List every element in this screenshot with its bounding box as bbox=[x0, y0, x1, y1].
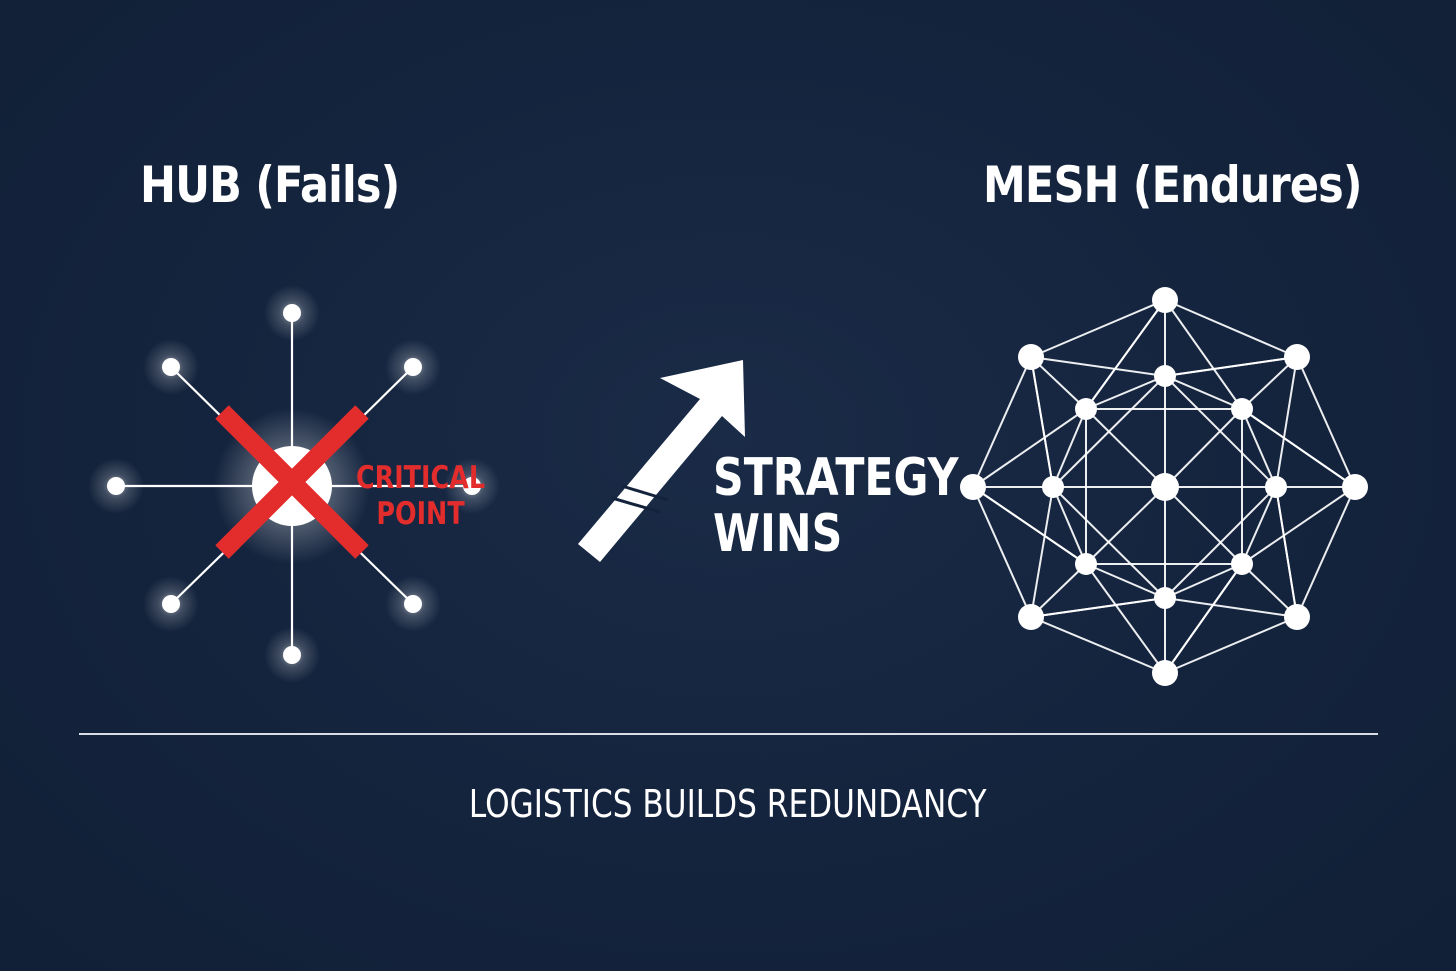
mesh-inner-node bbox=[1231, 553, 1253, 575]
mesh-outer-node bbox=[1342, 474, 1368, 500]
mesh-edge bbox=[1030, 616, 1166, 674]
mesh-edge bbox=[1085, 486, 1166, 565]
hub-title: HUB (Fails) bbox=[140, 156, 400, 214]
mesh-edge bbox=[972, 486, 1032, 618]
mesh-edge bbox=[1030, 486, 1054, 618]
hub-node bbox=[162, 358, 180, 376]
mesh-edge bbox=[1164, 597, 1298, 618]
hub-node bbox=[107, 477, 125, 495]
strategy-wins-label: STRATEGY WINS bbox=[713, 450, 958, 562]
mesh-edge bbox=[1164, 375, 1243, 410]
mesh-edge bbox=[972, 356, 1032, 488]
mesh-edge bbox=[1030, 356, 1166, 377]
mesh-edge bbox=[972, 486, 1087, 565]
mesh-edge bbox=[1164, 563, 1243, 674]
mesh-edge bbox=[1052, 486, 1087, 565]
mesh-edge bbox=[1085, 408, 1166, 488]
mesh-edge bbox=[1030, 356, 1054, 488]
mesh-edge bbox=[972, 408, 1087, 488]
hub-node bbox=[283, 646, 301, 664]
hub-node bbox=[404, 595, 422, 613]
mesh-edge bbox=[1085, 563, 1166, 674]
mesh-title: MESH (Endures) bbox=[983, 156, 1363, 214]
mesh-outer-node bbox=[1284, 344, 1310, 370]
mesh-edge bbox=[1085, 563, 1166, 599]
mesh-edge bbox=[1030, 299, 1166, 358]
mesh-center-node bbox=[1151, 473, 1179, 501]
strategy-label-line1: STRATEGY bbox=[713, 448, 959, 508]
strategy-label-line2: WINS bbox=[713, 504, 843, 564]
mesh-edge bbox=[1164, 486, 1243, 565]
critical-label-line2: POINT bbox=[376, 496, 465, 532]
hub-node bbox=[162, 595, 180, 613]
mesh-edge bbox=[1241, 408, 1356, 488]
mesh-outer-node bbox=[1018, 344, 1044, 370]
mesh-edge bbox=[1164, 408, 1243, 488]
hub-network bbox=[88, 285, 500, 683]
mesh-inner-node bbox=[1154, 365, 1176, 387]
arrow-up-right-icon bbox=[578, 360, 745, 562]
hub-node bbox=[283, 304, 301, 322]
mesh-inner-node bbox=[1265, 476, 1287, 498]
mesh-edge bbox=[1164, 299, 1298, 358]
mesh-inner-node bbox=[1075, 398, 1097, 420]
mesh-edge bbox=[1241, 486, 1277, 565]
mesh-inner-node bbox=[1042, 476, 1064, 498]
mesh-outer-node bbox=[960, 474, 986, 500]
mesh-outer-node bbox=[1018, 604, 1044, 630]
mesh-outer-node bbox=[1284, 604, 1310, 630]
mesh-edge bbox=[1085, 375, 1166, 410]
divider-line bbox=[79, 733, 1378, 735]
critical-point-label: CRITICAL POINT bbox=[356, 460, 485, 532]
mesh-edge bbox=[1275, 356, 1298, 488]
mesh-edge bbox=[1241, 408, 1277, 488]
hub-node bbox=[404, 358, 422, 376]
caption: LOGISTICS BUILDS REDUNDANCY bbox=[0, 784, 1456, 824]
mesh-nodes bbox=[960, 287, 1368, 686]
mesh-edge bbox=[1164, 356, 1298, 377]
mesh-edge bbox=[1241, 486, 1356, 565]
mesh-edge bbox=[1275, 486, 1298, 618]
mesh-edge bbox=[1164, 299, 1243, 410]
mesh-edge bbox=[1030, 597, 1166, 618]
mesh-inner-node bbox=[1154, 587, 1176, 609]
hub-node bbox=[463, 477, 481, 495]
failure-cross-icon bbox=[215, 405, 369, 559]
mesh-inner-node bbox=[1231, 398, 1253, 420]
mesh-edge bbox=[1164, 616, 1298, 674]
mesh-network bbox=[960, 287, 1368, 686]
mesh-edge bbox=[1296, 486, 1356, 618]
mesh-edge bbox=[1085, 299, 1166, 410]
mesh-edge bbox=[1296, 356, 1356, 488]
mesh-outer-node bbox=[1152, 287, 1178, 313]
mesh-inner-node bbox=[1075, 553, 1097, 575]
mesh-edges bbox=[972, 299, 1356, 674]
caption-text: LOGISTICS BUILDS REDUNDANCY bbox=[469, 782, 987, 826]
mesh-edge bbox=[1164, 563, 1243, 599]
mesh-edge bbox=[1052, 408, 1087, 488]
hub-outer-nodes bbox=[107, 304, 481, 664]
critical-label-line1: CRITICAL bbox=[356, 460, 486, 496]
mesh-outer-node bbox=[1152, 660, 1178, 686]
